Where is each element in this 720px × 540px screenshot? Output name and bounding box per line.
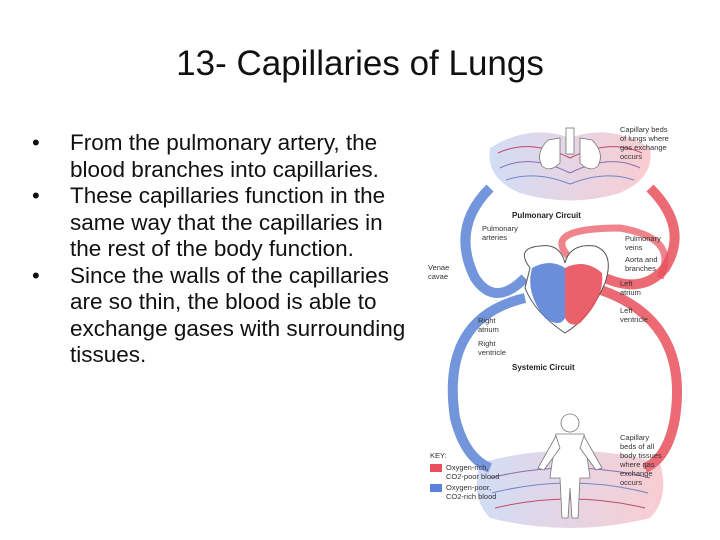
label-left-atrium: Left atrium [620, 279, 641, 297]
heart [523, 245, 609, 334]
label-aorta: Aorta and branches [625, 255, 658, 273]
label-pulmonary-arteries: Pulmonary arteries [482, 224, 518, 242]
svg-text:Venae: Venae [428, 263, 449, 272]
svg-text:Oxygen-rich,: Oxygen-rich, [446, 463, 489, 472]
slide-title: 13- Capillaries of Lungs [176, 44, 544, 83]
label-right-atrium: Right atrium [478, 316, 499, 334]
svg-text:Left: Left [620, 306, 633, 315]
pulmonary-artery-vessel [460, 184, 529, 298]
label-capillary-body: Capillary beds of all body tissues where… [619, 433, 662, 487]
svg-text:of lungs where: of lungs where [620, 134, 669, 143]
svg-text:ventricle: ventricle [478, 348, 506, 357]
svg-text:Pulmonary: Pulmonary [482, 224, 518, 233]
svg-text:occurs: occurs [620, 478, 642, 487]
svg-text:Capillary: Capillary [620, 433, 649, 442]
svg-text:atrium: atrium [620, 288, 641, 297]
label-venae-cavae: Venae cavae [428, 263, 449, 281]
svg-text:occurs: occurs [620, 152, 642, 161]
svg-text:KEY:: KEY: [430, 451, 447, 460]
label-left-ventricle: Left ventricle [620, 306, 648, 324]
svg-text:CO2-poor blood: CO2-poor blood [446, 472, 499, 481]
legend-key: KEY: Oxygen-rich, CO2-poor blood Oxygen-… [430, 451, 499, 501]
svg-text:gas exchange: gas exchange [620, 143, 667, 152]
label-pulmonary-circuit: Pulmonary Circuit [512, 211, 581, 220]
svg-text:where gas: where gas [619, 460, 655, 469]
svg-text:CO2-rich blood: CO2-rich blood [446, 492, 496, 501]
svg-text:arteries: arteries [482, 233, 507, 242]
bullet-item: Since the walls of the capillaries are s… [30, 263, 420, 369]
human-figure [537, 413, 603, 519]
label-capillary-lungs: Capillary beds of lungs where gas exchan… [620, 125, 669, 161]
svg-text:veins: veins [625, 243, 643, 252]
vena-cava-vessel [447, 293, 527, 473]
label-right-ventricle: Right ventricle [478, 339, 506, 357]
svg-text:exchange: exchange [620, 469, 653, 478]
svg-text:branches: branches [625, 264, 656, 273]
bullet-list: From the pulmonary artery, the blood bra… [30, 130, 420, 369]
lung-capillary-bed [489, 127, 651, 201]
svg-text:Pulmonary: Pulmonary [625, 234, 661, 243]
svg-text:cavae: cavae [428, 272, 448, 281]
svg-text:Oxygen-poor,: Oxygen-poor, [446, 483, 491, 492]
svg-text:Left: Left [620, 279, 633, 288]
svg-text:atrium: atrium [478, 325, 499, 334]
bullet-item: From the pulmonary artery, the blood bra… [30, 130, 420, 183]
label-systemic-circuit: Systemic Circuit [512, 363, 575, 372]
svg-text:ventricle: ventricle [620, 315, 648, 324]
svg-text:Capillary beds: Capillary beds [620, 125, 668, 134]
bullet-item: These capillaries function in the same w… [30, 183, 420, 263]
aorta-vessel [593, 283, 683, 473]
circulation-diagram: Capillary beds of lungs where gas exchan… [428, 125, 683, 528]
svg-text:beds of all: beds of all [620, 442, 655, 451]
svg-text:Right: Right [478, 316, 496, 325]
svg-text:body tissues: body tissues [620, 451, 662, 460]
label-pulmonary-veins: Pulmonary veins [625, 234, 661, 252]
svg-text:Right: Right [478, 339, 496, 348]
svg-text:Aorta and: Aorta and [625, 255, 658, 264]
